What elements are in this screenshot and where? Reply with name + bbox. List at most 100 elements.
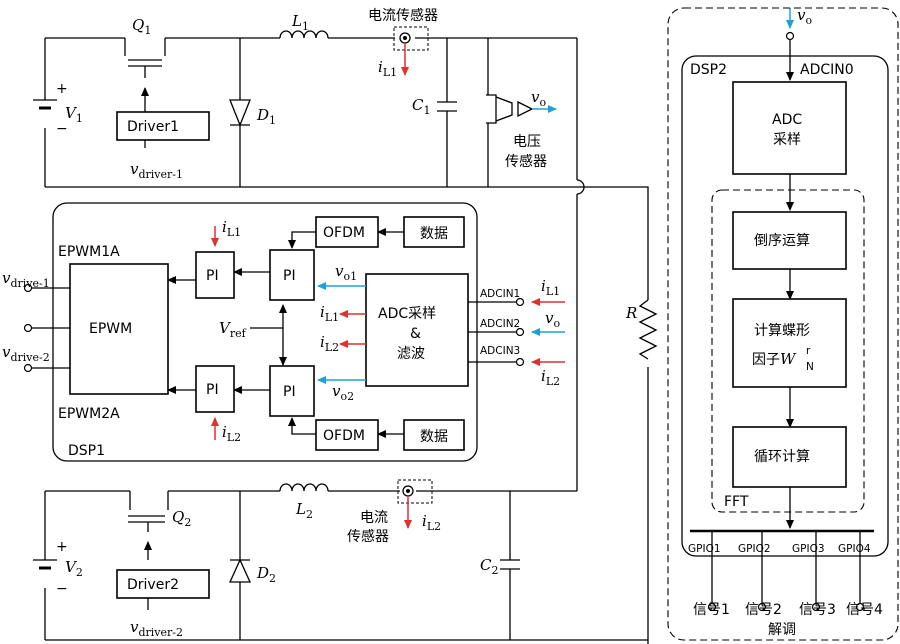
load-wire [610, 186, 649, 644]
twiddle-sub: N [806, 361, 814, 373]
v1-plus: + [56, 81, 68, 97]
driver2-label: Driver2 [127, 577, 179, 593]
v1-minus: − [56, 121, 68, 137]
epwm2a-label: EPWM2A [58, 406, 120, 422]
loop-label: 循环计算 [754, 449, 810, 465]
q1-switch [124, 38, 166, 78]
il2-label-pi: iL2 [222, 423, 241, 444]
adc-line-2: & [410, 326, 421, 342]
inductor-l1 [279, 30, 329, 39]
d1-label: D1 [256, 106, 276, 127]
adcin3-label: ADCIN3 [480, 345, 520, 357]
signal1-label: 信号1 [693, 602, 730, 618]
adcin0-label: ADCIN0 [800, 62, 854, 78]
inductor-l2 [279, 483, 329, 492]
vdriver1-label: vdriver-1 [130, 160, 183, 181]
current-sensor-1 [393, 26, 429, 51]
capacitor-c1 [437, 38, 457, 187]
d2-label: D2 [256, 564, 276, 585]
v2-plus: + [56, 539, 68, 555]
c1-label: C1 [412, 96, 430, 117]
data-label-1: 数据 [420, 226, 448, 242]
current-sensor-1-label: 电流传感器 [368, 7, 438, 24]
in-il1-label: iL1 [541, 277, 560, 298]
adc-line-1: ADC采样 [378, 306, 436, 322]
pi-label-1: PI [206, 268, 219, 284]
epwm-label: EPWM [89, 321, 132, 337]
l2-label: L2 [295, 500, 313, 521]
dsp2-input-label: vo [797, 6, 812, 27]
reverse-label: 倒序运算 [754, 233, 810, 249]
data-block-1 [403, 216, 465, 248]
r-label: R [625, 304, 637, 322]
gpio3-label: GPIO3 [792, 543, 825, 555]
in-il2-label: iL2 [541, 367, 560, 388]
resistor-r [638, 299, 658, 360]
demod-label: 解调 [768, 622, 796, 638]
q2-label: Q2 [172, 508, 191, 529]
l1-label: L1 [291, 12, 309, 33]
driver1-label: Driver1 [127, 119, 179, 135]
pi-label-3: PI [206, 382, 219, 398]
loop-compute-block [732, 426, 847, 488]
twiddle-factor-block [732, 298, 847, 388]
current-sensor-2 [397, 479, 433, 504]
twiddle-sup: r [806, 345, 811, 357]
signal2-label: 信号2 [745, 602, 782, 618]
dsp2-container [681, 55, 889, 557]
in-vo-label: vo [545, 309, 560, 330]
dsp2-outer-dashed [667, 7, 899, 641]
adc-filter-block [365, 273, 469, 387]
epwm-block [69, 263, 169, 395]
vo-sensor-label: vo [531, 88, 546, 109]
current-sensor-2-label-2: 传感器 [347, 528, 389, 545]
vdrive1-label: vdrive-1 [2, 269, 50, 290]
dsp1-container [52, 202, 478, 462]
driver2-box [116, 569, 210, 599]
c2-label: C2 [480, 556, 498, 577]
adcin1-label: ADCIN1 [480, 288, 520, 300]
adc-label: ADC [772, 112, 802, 128]
data-block-2 [403, 419, 465, 451]
il1-label-pi: iL1 [222, 218, 241, 239]
dsp2-label: DSP2 [690, 62, 727, 78]
il2-label-bottom: iL2 [422, 512, 441, 533]
pi-label-4: PI [283, 384, 296, 400]
adc-line-3: 滤波 [397, 346, 425, 362]
reverse-order-block [732, 211, 847, 270]
il1-label-mid: iL1 [320, 303, 339, 324]
vref-label: Vref [219, 319, 247, 340]
pi-label-2: PI [283, 268, 296, 284]
v1-label: V1 [65, 104, 83, 125]
diode-d1 [229, 99, 251, 127]
dsp1-label: DSP1 [68, 443, 105, 459]
pi-block-3 [195, 365, 235, 413]
v2-label: V2 [65, 558, 83, 579]
vdrive2-label: vdrive-2 [2, 343, 50, 364]
battery-v1 [33, 99, 57, 110]
vo2-label: vo2 [332, 382, 354, 403]
il1-label-top: iL1 [378, 58, 397, 79]
diode-d2 [228, 558, 252, 583]
signal3-label: 信号3 [799, 602, 836, 618]
driver1-box [116, 111, 210, 141]
vdriver2-label: vdriver-2 [130, 618, 183, 639]
battery-v2 [33, 559, 57, 570]
epwm1a-label: EPWM1A [58, 244, 120, 260]
pi-block-1 [195, 251, 235, 299]
adcin2-label: ADCIN2 [480, 318, 520, 330]
capacitor-c2 [500, 491, 520, 640]
voltage-sensor-label-1: 电压 [513, 134, 541, 150]
ofdm-block-2 [315, 419, 379, 451]
gpio1-label: GPIO1 [688, 543, 721, 555]
adc-sampling-block [732, 81, 847, 175]
voltage-sensor-symbol [486, 94, 534, 124]
il2-label-mid: iL2 [320, 333, 339, 354]
v2-minus: − [56, 581, 68, 597]
ofdm-label-1: OFDM [323, 225, 365, 241]
pi-block-2 [269, 249, 315, 301]
ofdm-label-2: OFDM [323, 428, 365, 444]
q1-label: Q1 [132, 16, 151, 37]
signal4-label: 信号4 [846, 602, 883, 618]
sampling-label: 采样 [773, 132, 801, 148]
